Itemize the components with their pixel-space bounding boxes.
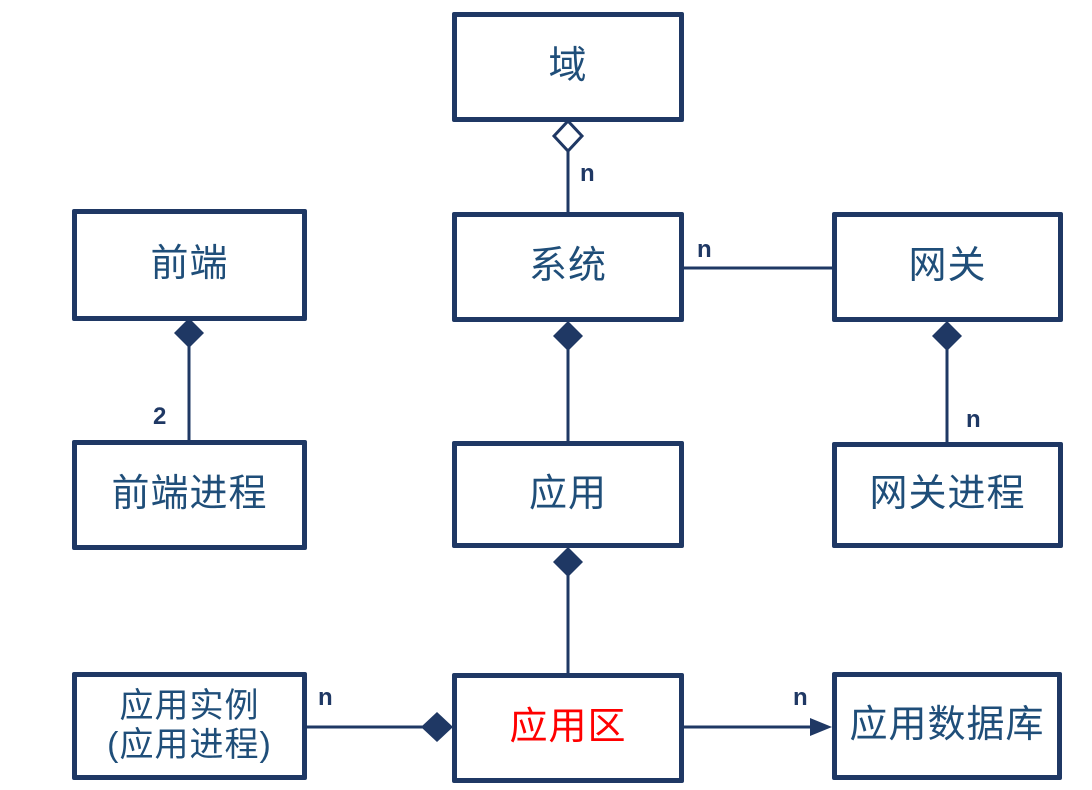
node-frontend: 前端 (72, 209, 307, 321)
node-gateway-process: 网关进程 (832, 442, 1063, 548)
node-app-zone-label: 应用区 (509, 706, 627, 749)
composition-diamond-icon (553, 547, 583, 577)
aggregation-diamond-icon (551, 118, 585, 154)
node-domain: 域 (452, 12, 684, 122)
multiplicity-label-frontend-process: 2 (153, 403, 167, 430)
node-frontend-process-label: 前端进程 (111, 473, 268, 516)
multiplicity-label-app-instance-app-zone: n (318, 684, 333, 711)
node-app-database-label: 应用数据库 (849, 704, 1045, 747)
node-system: 系统 (452, 212, 684, 322)
multiplicity-label-app-zone-app-database: n (793, 684, 808, 711)
multiplicity-label-gateway-process: n (966, 406, 981, 433)
composition-diamond-icon (553, 321, 583, 351)
node-domain-label: 域 (548, 45, 588, 88)
node-gateway: 网关 (832, 212, 1063, 322)
node-app-instance-label-line2: (应用进程) (107, 726, 272, 764)
node-gateway-label: 网关 (908, 245, 987, 288)
composition-diamond-icon (174, 318, 204, 348)
node-app-zone: 应用区 (452, 673, 684, 783)
node-application-label: 应用 (528, 472, 607, 515)
composition-diamond-icon (421, 712, 453, 742)
node-gateway-process-label: 网关进程 (869, 473, 1026, 516)
node-app-instance-label-line1: 应用实例 (119, 686, 260, 725)
node-frontend-process: 前端进程 (72, 440, 307, 550)
node-app-instance: 应用实例 (应用进程) (72, 672, 307, 780)
arrowhead-icon (810, 718, 832, 736)
node-frontend-label: 前端 (150, 243, 229, 286)
node-system-label: 系统 (528, 245, 607, 288)
composition-diamond-icon (932, 321, 962, 351)
multiplicity-label-system-gateway: n (697, 236, 712, 263)
node-app-database: 应用数据库 (832, 672, 1062, 780)
multiplicity-label-domain-system: n (580, 160, 595, 187)
node-application: 应用 (452, 441, 684, 548)
